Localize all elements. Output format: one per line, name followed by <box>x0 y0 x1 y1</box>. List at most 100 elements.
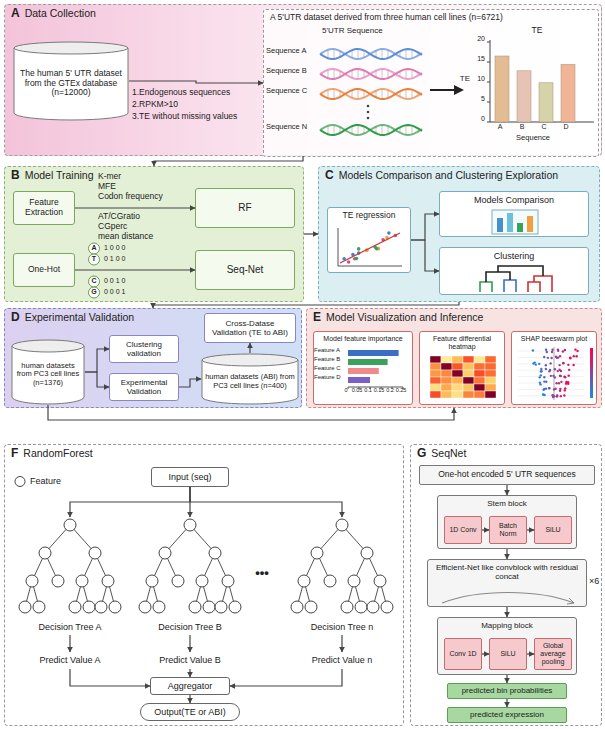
text-holder: One-hot encoded 5' UTR sequences <box>423 470 591 480</box>
base-circle <box>89 243 100 254</box>
text-holder: Experimental Validation <box>113 378 175 396</box>
connector-arrow <box>506 675 507 683</box>
panel-title: Models Comparison and Clustering Explora… <box>339 169 558 181</box>
process-box: SiLU <box>489 638 527 670</box>
connector-arrow <box>129 81 263 83</box>
text-holder: SHAP beeswarm plot <box>516 335 592 343</box>
process-box: Aggregator <box>150 677 230 695</box>
connector-arrow <box>304 233 318 234</box>
figure-label: TE <box>460 74 470 83</box>
connector-arrow <box>506 699 507 707</box>
node-label: predicted bin probabilities <box>451 686 563 695</box>
connector-arrow <box>189 669 190 677</box>
text-node: Predict Value B <box>145 652 235 669</box>
process-box: One-hot encoded 5' UTR sequences <box>419 465 595 485</box>
panel-letter: F <box>11 447 18 461</box>
node-label: Conv 1D <box>448 650 478 658</box>
process-box: Efficient-Net like convblock with residu… <box>427 559 587 607</box>
text-holder: human datasets (ABI) from PC3 cell lines… <box>205 373 295 390</box>
figure-label: 15 <box>477 55 485 63</box>
text-holder: Seq-Net <box>199 264 291 276</box>
process-box: Global average pooling <box>534 638 572 670</box>
text-holder: RF <box>199 202 291 214</box>
figure-label: 1.Endogenous sequences <box>132 88 230 98</box>
figure-label: Codon frequency <box>98 192 163 202</box>
panel-title: Model Visualization and Inference <box>326 311 483 323</box>
panel: GSeqNetOne-hot encoded 5' UTR sequencesS… <box>410 444 602 726</box>
connector-arrow <box>154 156 303 166</box>
node-label: Model feature importance <box>318 335 408 343</box>
label-holder: Feature A <box>314 347 340 354</box>
text-holder: The human 5' UTR dataset from the GTEx d… <box>17 69 125 98</box>
label-holder: 20 <box>477 35 485 43</box>
label-holder: 0 0 1 0 <box>104 277 125 285</box>
node-label: Aggregator <box>154 681 226 691</box>
label-holder: TE <box>532 26 543 36</box>
process-box: Seq-Net <box>195 250 295 290</box>
label-holder: A <box>498 123 503 131</box>
node-label: Experimental Validation <box>113 378 175 396</box>
process-box: One-Hot <box>13 253 75 287</box>
figure-label: A <box>91 244 96 252</box>
node-label: Feature differential heatmap <box>424 335 500 351</box>
label-holder: 3.TE without missing values <box>132 112 237 122</box>
connector-arrow <box>85 349 109 372</box>
process-box: Mapping blockConv 1D SiLU Global average p… <box>437 617 577 675</box>
process-box: RF <box>195 188 295 228</box>
figure-label: Feature D <box>314 374 341 381</box>
process-box: Clustering validation <box>109 335 179 363</box>
connector-arrow <box>341 635 342 652</box>
panel-title: Model Training <box>25 169 94 181</box>
process-box: Models Comparison <box>439 191 589 237</box>
process-box: Experimental Validation <box>109 373 179 401</box>
figure-label: 0.2 <box>386 387 394 393</box>
figure-label: AT/CGratio <box>98 212 140 222</box>
process-box: Conv 1D <box>444 638 482 670</box>
node-label: Seq-Net <box>199 264 291 276</box>
text-holder: TE regression <box>332 211 406 221</box>
label-holder: mean distance <box>98 232 153 242</box>
process-box: Cross-Datase Validation (TE to ABI) <box>204 313 296 343</box>
figure-label: B <box>520 123 525 131</box>
label-holder: 0 <box>481 115 485 123</box>
label-holder: T <box>92 255 96 263</box>
figure-label: MFE <box>98 182 116 192</box>
figure-label: Sequence A <box>266 47 306 56</box>
node-label: A 5'UTR dataset derived from three human… <box>270 13 592 23</box>
figure-label: 0 <box>344 387 347 393</box>
connector-arrow <box>506 485 507 495</box>
figure-label: Sequence B <box>266 67 307 76</box>
panel: AData CollectionThe human 5' UTR dataset… <box>4 4 602 156</box>
figure-label: mean distance <box>98 232 153 242</box>
text-holder: Predict Value n <box>300 655 384 665</box>
process-box: SHAP beeswarm plot <box>511 331 597 405</box>
node-label: Decision Tree n <box>289 622 395 632</box>
connector-arrow <box>411 214 439 240</box>
node-label: Mapping block <box>442 621 572 630</box>
figure-label: 0.1 <box>364 387 372 393</box>
node-label: The human 5' UTR dataset from the GTEx d… <box>17 69 125 98</box>
figure-label: T <box>92 255 96 263</box>
label-holder: 15 <box>477 55 485 63</box>
panel-letter: E <box>313 311 321 325</box>
node-label: SiLU <box>493 650 523 658</box>
node-label: Cross-Datase Validation (TE to ABI) <box>208 319 292 337</box>
figure-label: 1 0 0 0 <box>104 244 125 252</box>
text-holder: Mapping block <box>442 621 572 630</box>
connector-arrow <box>482 653 489 654</box>
label-holder: Codon frequency <box>98 192 163 202</box>
text-holder: Decision Tree A <box>17 622 123 632</box>
process-box: Input (seq) <box>151 467 229 487</box>
node-label: Feature Extraction <box>17 198 71 218</box>
process-box: Stem block1D ConvBatch NormSiLU <box>437 495 577 549</box>
connector-arrow <box>230 669 342 686</box>
process-box: predicted expression <box>447 707 567 723</box>
figure-label: K-mer <box>98 172 121 182</box>
label-holder: 0 0 0 1 <box>104 288 125 296</box>
connector-arrow <box>190 487 342 517</box>
panel: DExperimental Validationhuman datasets f… <box>4 308 302 408</box>
panel-letter: A <box>11 7 20 21</box>
connector-arrow <box>48 405 454 420</box>
node-label: Clustering validation <box>113 340 175 358</box>
node-label: human datasets (ABI) from PC3 cell lines… <box>205 373 295 390</box>
